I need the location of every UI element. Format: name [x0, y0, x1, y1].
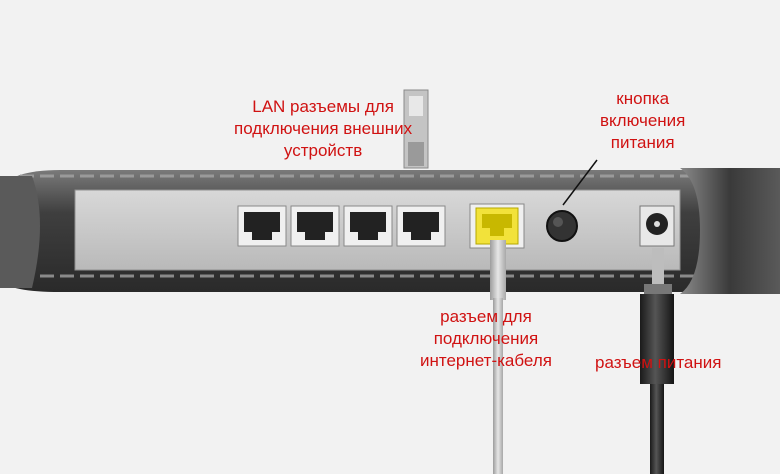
router-left-edge: [0, 176, 40, 288]
power-jack-label: разъем питания: [595, 353, 722, 372]
power-button: [546, 210, 578, 242]
lan-port-2: [290, 205, 340, 247]
internet-port: [469, 203, 525, 249]
power-jack: [639, 205, 675, 247]
lan-port-3: [343, 205, 393, 247]
power-button-label: кнопка включения питания: [600, 89, 686, 152]
lan-plug-illustration: [403, 89, 429, 169]
power-button-leader-line: [562, 159, 598, 206]
power-cable: [640, 248, 674, 474]
lan-port-1: [237, 205, 287, 247]
internet-port-label: разъем для подключения интернет-кабеля: [420, 307, 552, 370]
lan-port-4: [396, 205, 446, 247]
lan-ports: [237, 205, 446, 247]
router-right-edge: [680, 168, 780, 294]
internet-cable: [490, 240, 506, 474]
lan-ports-label: LAN разъемы для подключения внешних устр…: [234, 97, 413, 160]
